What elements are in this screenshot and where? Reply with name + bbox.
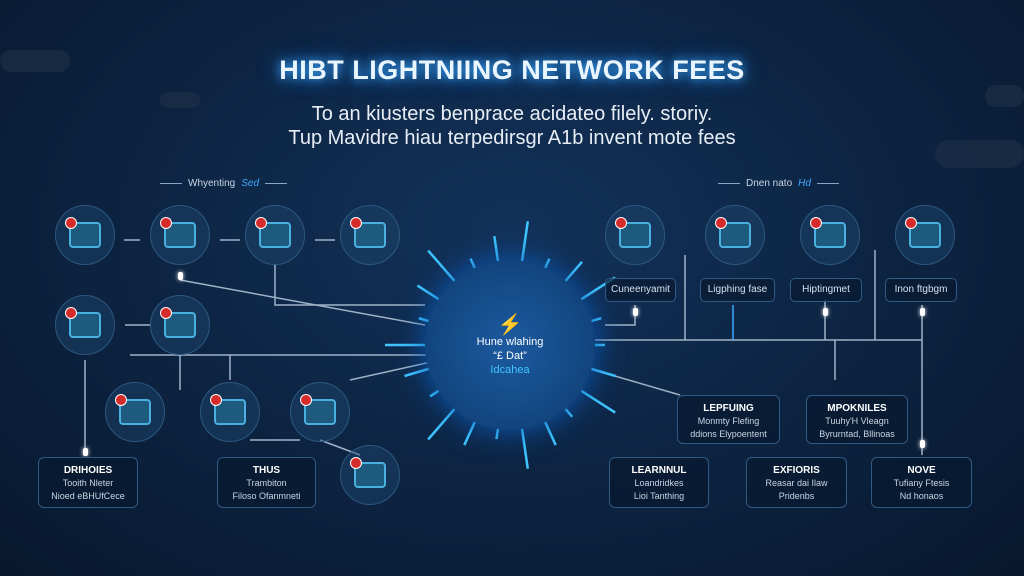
page-title: HIBT LIGHTNIING NETWORK FEES: [279, 55, 745, 85]
card-title: LEARNNUL: [631, 465, 687, 476]
card-line: Pridenbs: [778, 491, 815, 501]
left-section-header: Whyenting Sed: [160, 178, 288, 189]
hub-title: Hune wlahing: [476, 336, 544, 348]
device-node-icon: [105, 382, 165, 442]
card-title: MPOKNILES: [827, 403, 887, 414]
section-accent: Hd: [798, 178, 811, 189]
card-title: NOVE: [907, 465, 936, 476]
card-line: ddions Elypoentent: [690, 429, 767, 439]
card-line: Tooith Nleter: [62, 478, 114, 488]
card-line: Tufiany Ftesis: [893, 478, 950, 488]
hub-subtitle: “£ Dat”: [493, 350, 527, 362]
device-node-icon: [55, 295, 115, 355]
card-line: Reasar dai Ilaw: [765, 478, 828, 488]
device-node-icon: [800, 205, 860, 265]
connector-dot: [633, 308, 638, 316]
card-title: THUS: [252, 465, 281, 476]
device-node-icon: [705, 205, 765, 265]
card-title: LEPFUING: [703, 403, 754, 414]
label-pill: Inon ftgbgm: [885, 278, 957, 302]
label-pill: Ligphing fase: [700, 278, 775, 302]
card-line: Filoso Ofanmneti: [232, 491, 301, 501]
connector-dot: [83, 448, 88, 456]
device-node-icon: [245, 205, 305, 265]
card-line: Tuuhy'H Vleagn: [825, 416, 889, 426]
cloud: [985, 85, 1024, 107]
info-card: NOVE Tufiany Ftesis Nd honaos: [871, 457, 972, 508]
hub-caption: Idcahea: [490, 364, 530, 376]
right-section-header: Dnen nato Hd: [718, 178, 839, 189]
cloud: [160, 92, 200, 108]
card-line: Byrurntad, Bllinoas: [819, 429, 895, 439]
label-pill: Cuneenyamit: [605, 278, 676, 302]
logo-icon: ⚡: [497, 314, 523, 336]
subtitle-line: To an kiusters benprace acidateo filely.…: [311, 103, 713, 125]
card-line: Nioed eBHUfCece: [51, 491, 125, 501]
device-node-icon: [290, 382, 350, 442]
device-node-icon: [200, 382, 260, 442]
card-line: Nd honaos: [899, 491, 944, 501]
central-hub: [425, 260, 595, 430]
card-line: Monmty Flefing: [697, 416, 760, 426]
device-node-icon: [340, 205, 400, 265]
card-title: DRIHOIES: [63, 465, 113, 476]
device-node-icon: [150, 295, 210, 355]
connector-dot: [178, 272, 183, 280]
section-label: Whyenting: [188, 178, 236, 189]
connector-dot: [823, 308, 828, 316]
info-card: LEPFUING Monmty Flefing ddions Elypoentent: [677, 395, 780, 444]
device-node-icon: [605, 205, 665, 265]
cloud: [935, 140, 1024, 168]
cloud: [0, 50, 70, 72]
subtitle-line: Tup Mavidre hiau terpedirsgr A1b invent …: [288, 127, 736, 149]
section-accent: Sed: [241, 178, 260, 189]
device-node-icon: [150, 205, 210, 265]
card-title: EXFIORIS: [773, 465, 820, 476]
section-label: Dnen nato: [746, 178, 793, 189]
label-pill: Hiptingmet: [790, 278, 862, 302]
device-node-icon: [55, 205, 115, 265]
device-node-icon: [895, 205, 955, 265]
connector-dot: [920, 440, 925, 448]
card-line: Lioi Tanthing: [633, 491, 685, 501]
card-line: Trambiton: [246, 478, 287, 488]
connector-dot: [920, 308, 925, 316]
device-node-icon: [340, 445, 400, 505]
card-line: Loandridkes: [634, 478, 684, 488]
